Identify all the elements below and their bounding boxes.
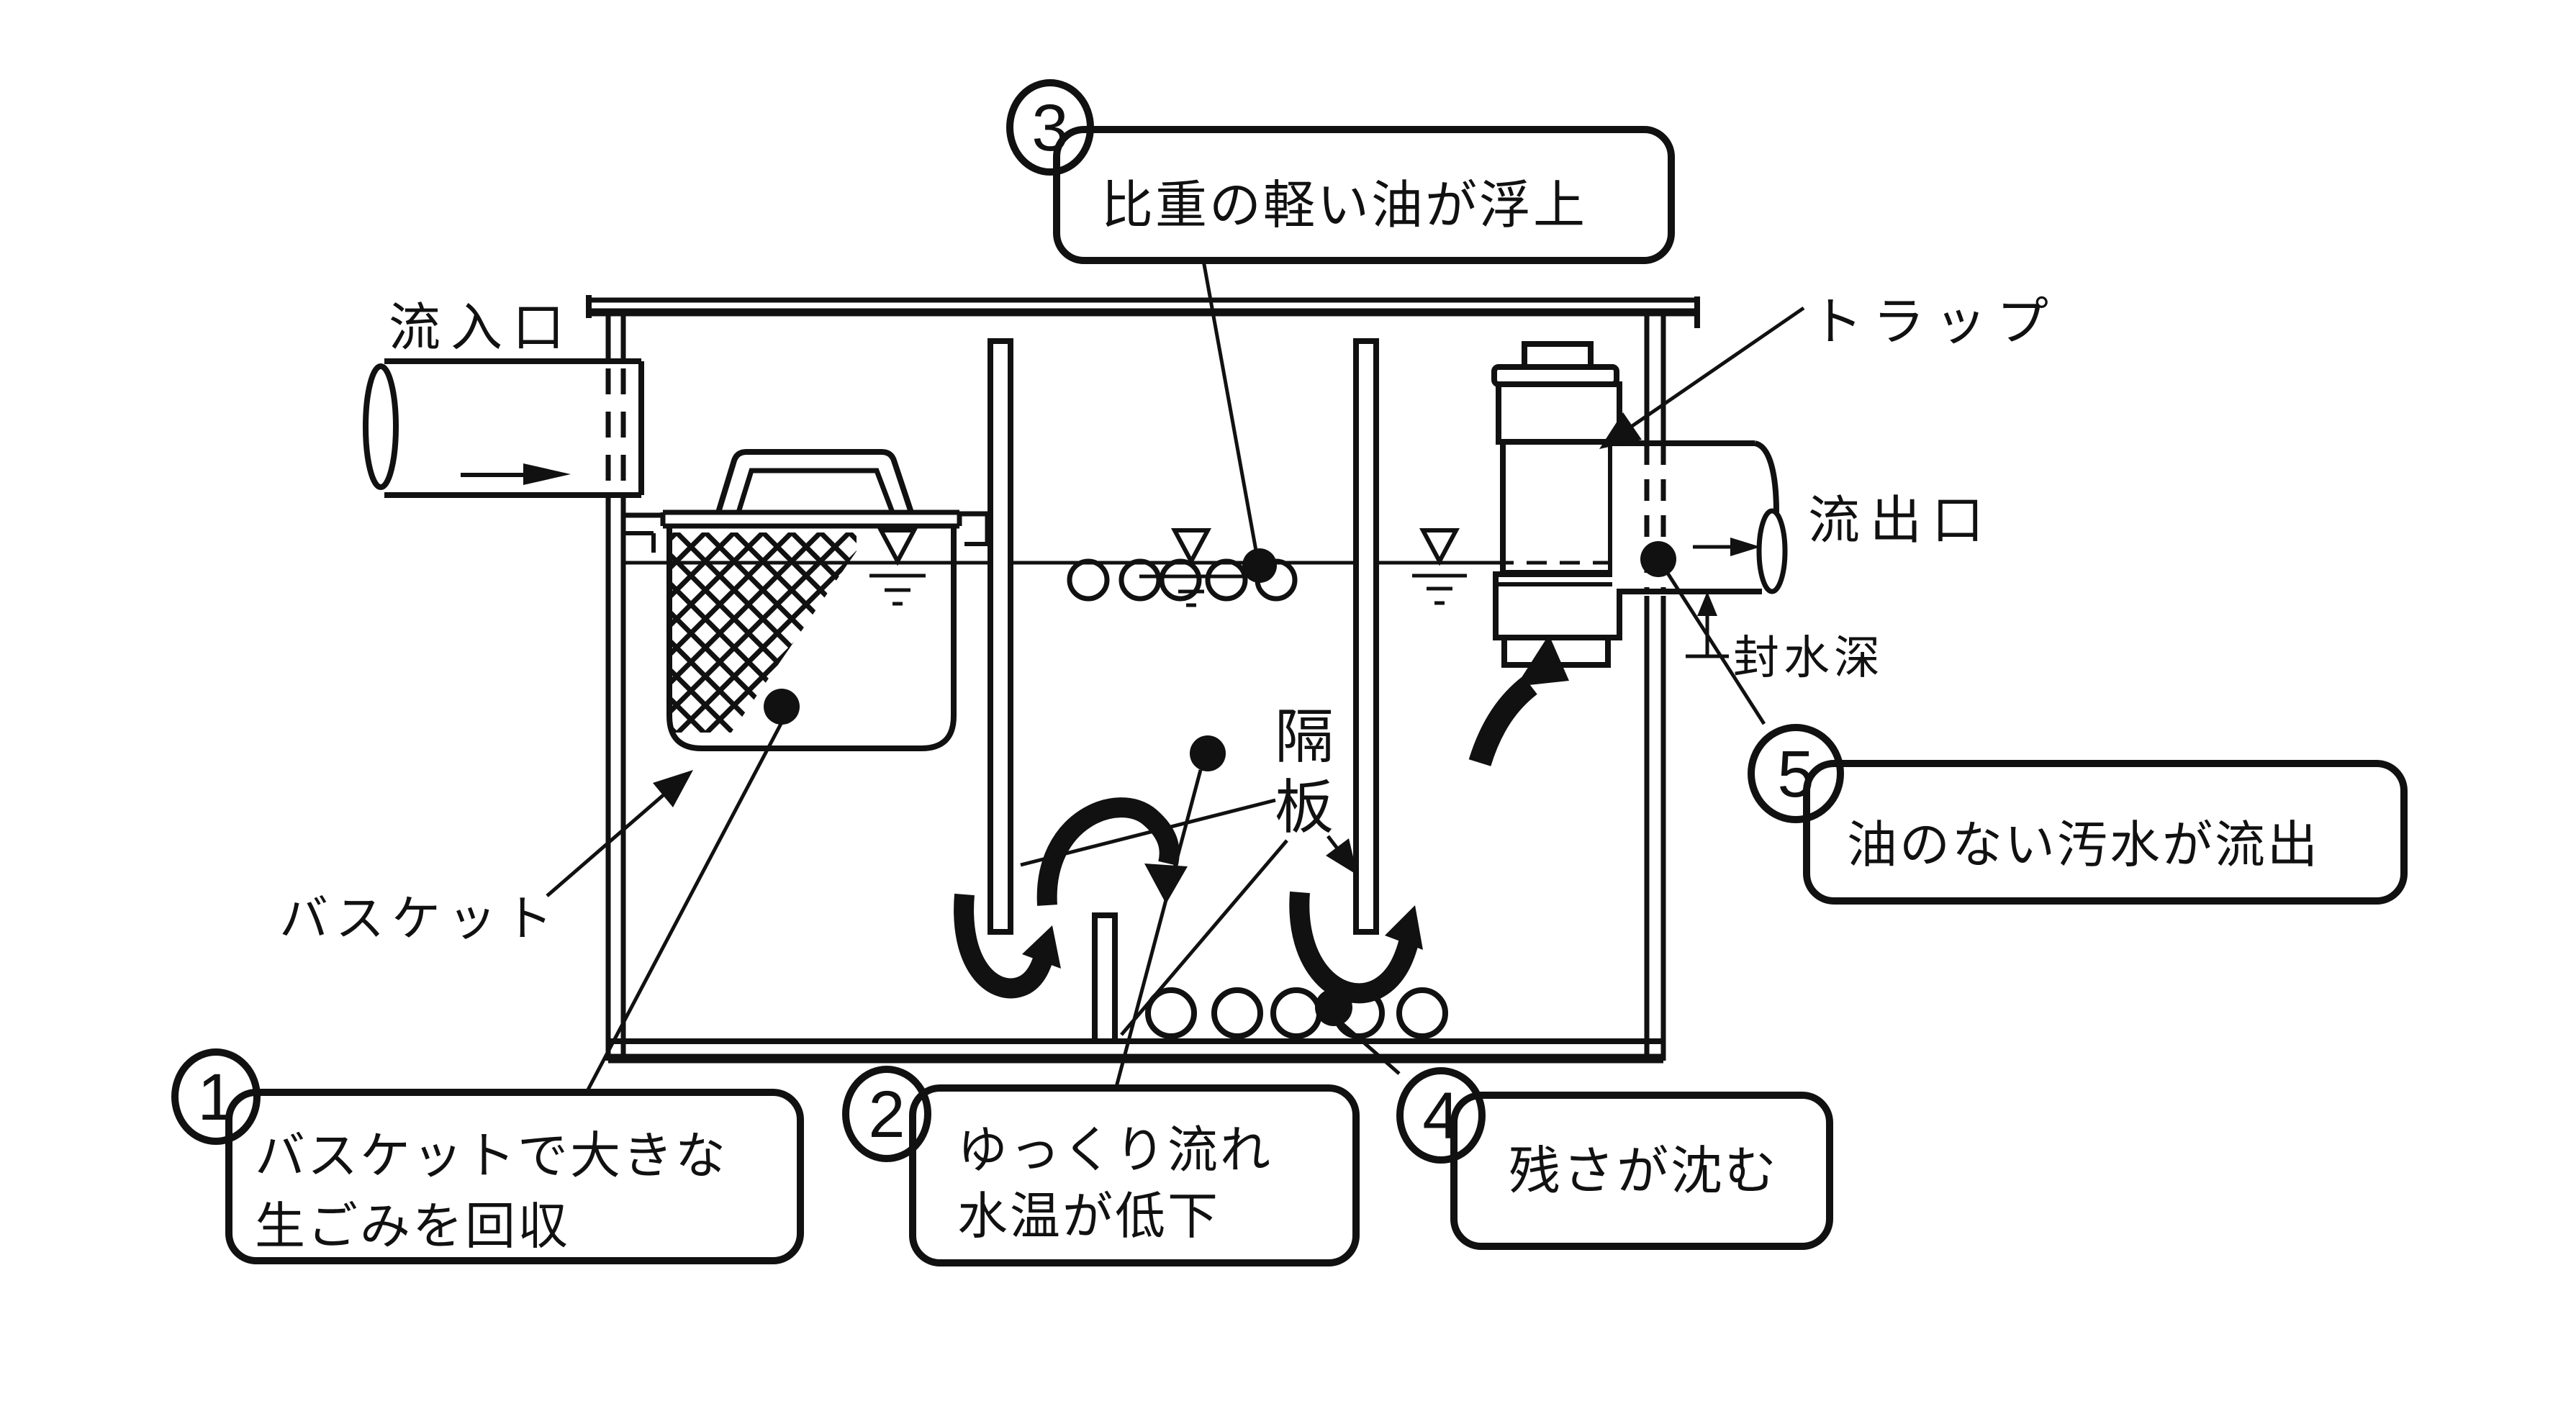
outflow-arrow-icon <box>1693 538 1761 556</box>
target-dot-1 <box>764 689 800 725</box>
callout-1-number: 1 <box>197 1061 234 1134</box>
target-dot-2 <box>1190 735 1226 771</box>
callout-2-text: 水温が低下 <box>957 1188 1220 1244</box>
baffle-label: 隔 板 <box>1275 704 1334 840</box>
bottom-weir <box>1092 912 1118 1044</box>
basket-mesh <box>672 532 857 733</box>
flow-arrow-over-weir <box>1036 797 1188 906</box>
callout-1-text: バスケットで大きな <box>255 1128 728 1184</box>
callout-5: 5 油のない汚水が流出 <box>1748 724 2408 905</box>
callout-5-number: 5 <box>1777 738 1814 811</box>
callout-4: 4 残さが沈む <box>1396 1067 1833 1250</box>
svg-text:板: 板 <box>1275 775 1334 840</box>
inflow-pipe <box>363 358 644 498</box>
tank-bottom <box>608 1038 1663 1064</box>
outlet-label: 流出口 <box>1808 492 1994 550</box>
callout-4-circle <box>1396 1067 1486 1164</box>
water-level-icon <box>1412 528 1467 605</box>
target-dot-4 <box>1315 989 1352 1026</box>
sediment-circles <box>1145 987 1448 1039</box>
water-level-icon <box>869 528 926 606</box>
tank <box>586 295 1700 1064</box>
callout-4-number: 4 <box>1422 1079 1459 1153</box>
svg-text:隔: 隔 <box>1275 704 1334 770</box>
callout-2-number: 2 <box>868 1078 905 1151</box>
trap-unit <box>1491 341 1622 668</box>
callout-1: 1 バスケットで大きな 生ごみを回収 <box>171 1048 804 1264</box>
target-dot-5 <box>1640 541 1676 577</box>
trap-label: トラップ <box>1811 294 2058 351</box>
callout-3-text: 比重の軽い油が浮上 <box>1101 177 1587 235</box>
callout-1-text: 生ごみを回収 <box>255 1198 570 1254</box>
callout-2-circle <box>842 1066 931 1162</box>
flow-arrow-into-trap <box>1468 635 1569 766</box>
callout-2-text: ゆっくり流れ <box>957 1122 1273 1178</box>
baffle-plate-2 <box>1353 338 1379 935</box>
outflow-pipe <box>1611 440 1788 594</box>
callout-5-circle <box>1748 724 1844 823</box>
callout-4-text: 残さが沈む <box>1509 1143 1779 1200</box>
callout-2: 2 ゆっくり流れ 水温が低下 <box>842 1066 1360 1266</box>
baffle-plate-1 <box>988 338 1013 935</box>
callout-3: 3 比重の軽い油が浮上 <box>1006 79 1675 264</box>
tank-lid <box>586 295 1700 328</box>
seal-depth-dimension <box>1686 592 1729 658</box>
callout-3-number: 3 <box>1031 91 1068 165</box>
oil-bubbles <box>1067 558 1298 602</box>
inlet-label: 流入口 <box>389 299 574 357</box>
target-dot-3 <box>1242 548 1277 583</box>
flow-arrow-under-baffle-1 <box>954 893 1061 999</box>
basket-handle <box>715 449 914 514</box>
tank-right-wall <box>1644 314 1666 1061</box>
inflow-arrow-icon <box>461 463 571 485</box>
basket-label: バスケット <box>279 892 560 946</box>
leader-lines <box>546 260 1805 1094</box>
basket <box>623 449 990 751</box>
seal-depth-label: 封水深 <box>1733 632 1884 684</box>
callout-5-text: 油のない汚水が流出 <box>1847 817 2320 873</box>
callout-1-circle <box>171 1048 261 1145</box>
callout-3-circle <box>1006 79 1094 176</box>
